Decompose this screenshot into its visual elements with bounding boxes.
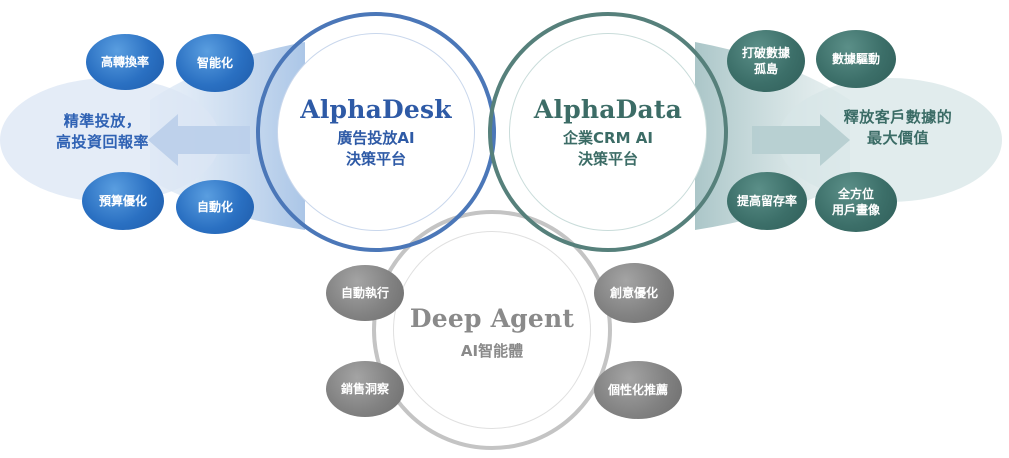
right-arrow-halo — [778, 78, 1002, 202]
alphadesk-node-high-conversion: 高轉換率 — [86, 34, 164, 90]
node-label: 創意優化 — [609, 286, 658, 300]
alphadesk-subtitle: 廣告投放AI 決策平台 — [337, 128, 414, 170]
alphadata-subtitle-line1: 企業CRM AI — [563, 128, 653, 147]
left-arrow-halo — [0, 78, 220, 202]
alphadata-callout: 釋放客戶數據的 最大價值 — [828, 107, 968, 149]
alphadesk-circle: AlphaDesk 廣告投放AI 決策平台 — [256, 12, 496, 252]
alphadesk-node-automation: 自動化 — [176, 180, 254, 234]
alphadata-node-user-profile: 全方位 用戶畫像 — [815, 172, 897, 232]
deepagent-node-personalized-recommendation: 個性化推薦 — [594, 361, 682, 419]
right-arrow-head — [752, 114, 850, 166]
alphadata-node-break-silos: 打破數據 孤島 — [727, 30, 805, 92]
deepagent-node-sales-insight: 銷售洞察 — [326, 361, 404, 417]
node-label: 個性化推薦 — [607, 383, 668, 397]
node-label-line1: 全方位 — [837, 187, 874, 201]
alphadata-title: AlphaData — [533, 94, 683, 124]
left-arrow-head — [148, 114, 250, 166]
alphadata-callout-line2: 最大價值 — [866, 129, 929, 147]
alphadata-subtitle: 企業CRM AI 決策平台 — [563, 128, 653, 170]
node-label-line2: 用戶畫像 — [831, 203, 880, 217]
node-label-line1: 打破數據 — [741, 46, 790, 60]
alphadesk-callout: 精準投放， 高投資回報率 — [40, 111, 165, 153]
deepagent-node-creative-optimization: 創意優化 — [594, 263, 674, 323]
node-label: 高轉換率 — [100, 55, 149, 69]
alphadata-subtitle-line2: 決策平台 — [577, 149, 638, 168]
deepagent-circle: Deep Agent AI智能體 — [372, 210, 612, 450]
alphadata-node-data-driven: 數據驅動 — [816, 30, 896, 88]
alphadesk-subtitle-line1: 廣告投放AI — [337, 128, 415, 147]
node-label-line2: 孤島 — [753, 62, 778, 76]
node-label: 提高留存率 — [736, 194, 797, 208]
alphadesk-callout-line1: 精準投放， — [63, 112, 142, 130]
deepagent-subtitle: AI智能體 — [460, 342, 524, 360]
node-label: 智能化 — [196, 56, 233, 70]
deepagent-title: Deep Agent — [409, 304, 575, 333]
deepagent-node-auto-execute: 自動執行 — [326, 265, 404, 321]
alphadesk-title: AlphaDesk — [300, 94, 452, 124]
alphadesk-node-budget-optimization: 預算優化 — [82, 172, 164, 230]
node-label: 自動執行 — [340, 286, 389, 300]
node-label: 預算優化 — [98, 194, 147, 208]
alphadata-circle: AlphaData 企業CRM AI 決策平台 — [488, 12, 728, 252]
alphadata-callout-line1: 釋放客戶數據的 — [843, 108, 953, 126]
node-label: 銷售洞察 — [340, 382, 389, 396]
alphadesk-node-intelligent: 智能化 — [176, 34, 254, 92]
alphadesk-callout-line2: 高投資回報率 — [55, 133, 149, 151]
alphadata-node-retention: 提高留存率 — [727, 172, 807, 230]
alphadesk-subtitle-line2: 決策平台 — [345, 149, 406, 168]
node-label: 自動化 — [196, 200, 233, 214]
node-label: 數據驅動 — [831, 52, 880, 66]
